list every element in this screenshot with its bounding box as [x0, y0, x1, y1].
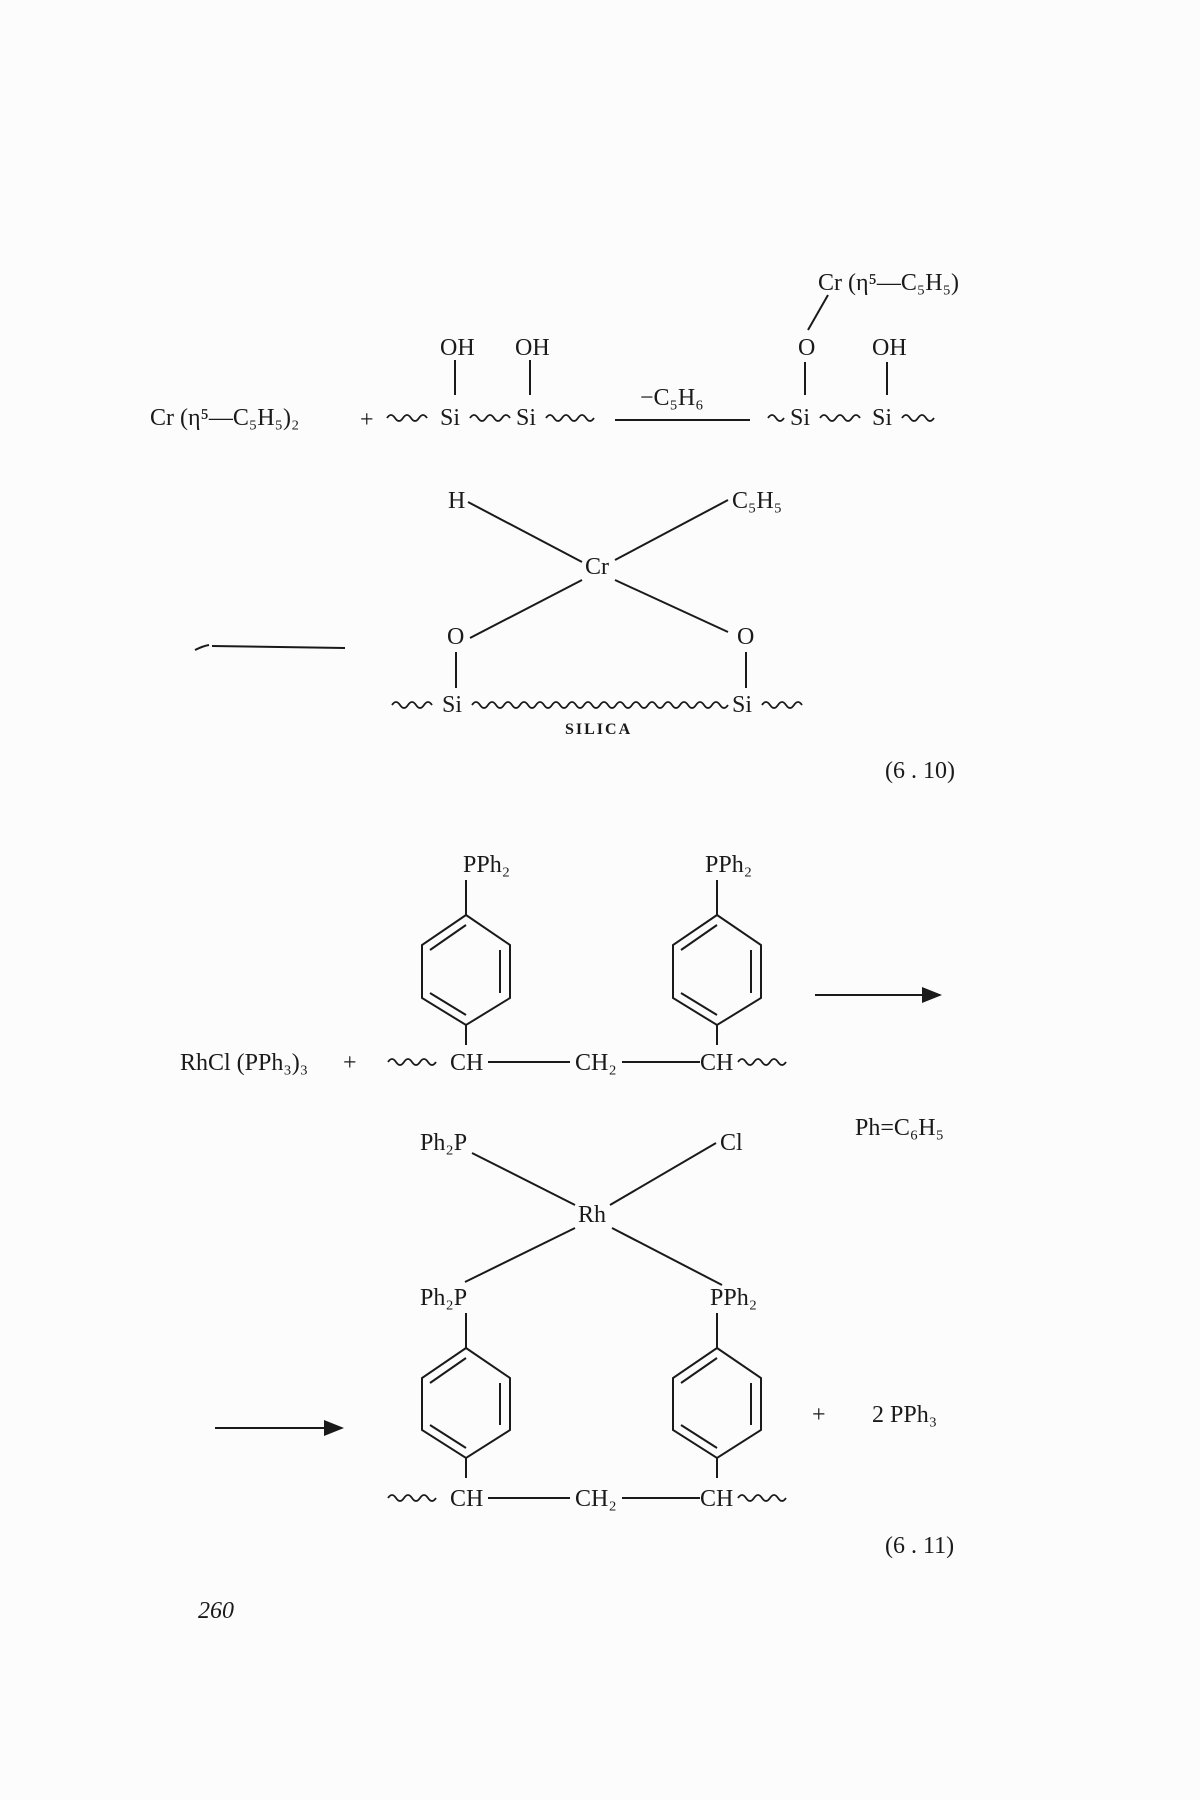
wavy-chain [387, 1494, 437, 1502]
wavy-chain [901, 414, 935, 422]
hydroxyl-group: OH [515, 335, 550, 361]
byproduct-label: −C₅H₆ [640, 385, 704, 411]
benzene-ring [421, 1346, 511, 1460]
equation-number: (6 . 10) [885, 758, 955, 784]
methine-group: CH [450, 1486, 483, 1512]
oxygen-atom: O [737, 624, 754, 650]
silicon-atom: Si [440, 405, 460, 431]
hydroxyl-group: OH [872, 335, 907, 361]
methine-group: CH [450, 1050, 483, 1076]
wavy-chain [387, 1058, 437, 1066]
plus-sign: + [360, 407, 374, 433]
wavy-chain [471, 701, 729, 709]
methylene-group: CH₂ [575, 1050, 617, 1076]
wavy-chain [737, 1494, 787, 1502]
benzene-ring [421, 913, 511, 1027]
hydrogen-atom: H [448, 488, 465, 514]
wavy-chain [737, 1058, 787, 1066]
plus-sign: + [812, 1402, 826, 1428]
methine-group: CH [700, 1486, 733, 1512]
cyclopentadienyl-chromium: Cr (η⁵—C₅H₅) [818, 270, 959, 296]
wavy-chain [545, 414, 595, 422]
bond [469, 579, 583, 639]
bond [611, 1227, 723, 1286]
reaction-arrow [194, 644, 346, 651]
hydroxyl-group: OH [440, 335, 475, 361]
chloride-ligand: Cl [720, 1130, 743, 1156]
rhodium-complex: Ph₂P Cl Rh Ph₂P PPh₂ CH CH₂ CH [215, 1130, 954, 1559]
benzene-ring [672, 913, 762, 1027]
bond [609, 1142, 717, 1206]
wavy-chain [767, 414, 785, 422]
bond [614, 579, 729, 633]
silicon-atom: Si [790, 405, 810, 431]
diphenylphosphino-group: PPh₂ [710, 1285, 757, 1311]
equation-number: (6 . 11) [885, 1533, 954, 1559]
diphenylphosphino-group: PPh₂ [705, 852, 752, 878]
reactant-chromocene: Cr (η⁵—C₅H₅)₂ [150, 405, 299, 431]
cyclopentadienyl-group: C₅H₅ [732, 488, 782, 514]
bond [467, 501, 583, 563]
benzene-ring [672, 1346, 762, 1460]
bond [471, 1152, 576, 1206]
wilkinson-catalyst: RhCl (PPh₃)₃ [180, 1050, 308, 1076]
silicon-atom: Si [442, 692, 462, 718]
bond [614, 499, 729, 561]
diphenylphosphino-group: PPh₂ [463, 852, 510, 878]
silicon-atom: Si [732, 692, 752, 718]
equation-6-11: PPh₂ PPh₂ RhCl (PPh₃)₃ + CH CH₂ CH Ph=C₆… [180, 852, 944, 1141]
wavy-chain [391, 701, 433, 709]
triphenylphosphine-byproduct: 2 PPh₃ [872, 1402, 937, 1428]
methylene-group: CH₂ [575, 1486, 617, 1512]
diphenylphosphino-group: Ph₂P [420, 1285, 467, 1311]
wavy-chain [761, 701, 803, 709]
wavy-chain [469, 414, 511, 422]
oxygen-atom: O [798, 335, 815, 361]
diphenylphosphino-group: Ph₂P [420, 1130, 467, 1156]
bond [807, 294, 829, 331]
wavy-chain [386, 414, 428, 422]
bond [464, 1227, 576, 1283]
silica-support-label: SILICA [565, 721, 632, 738]
equation-6-10: Cr (η⁵—C₅H₅)₂ + Si Si OH OH −C₅H₆ Si Si … [150, 270, 959, 784]
silicon-atom: Si [516, 405, 536, 431]
silicon-atom: Si [872, 405, 892, 431]
rhodium-center: Rh [578, 1202, 606, 1228]
page-number: 260 [198, 1598, 234, 1624]
wavy-chain [819, 414, 861, 422]
methine-group: CH [700, 1050, 733, 1076]
phenyl-definition: Ph=C₆H₅ [855, 1115, 944, 1141]
chromium-center: Cr [585, 554, 609, 580]
plus-sign: + [343, 1050, 357, 1076]
oxygen-atom: O [447, 624, 464, 650]
